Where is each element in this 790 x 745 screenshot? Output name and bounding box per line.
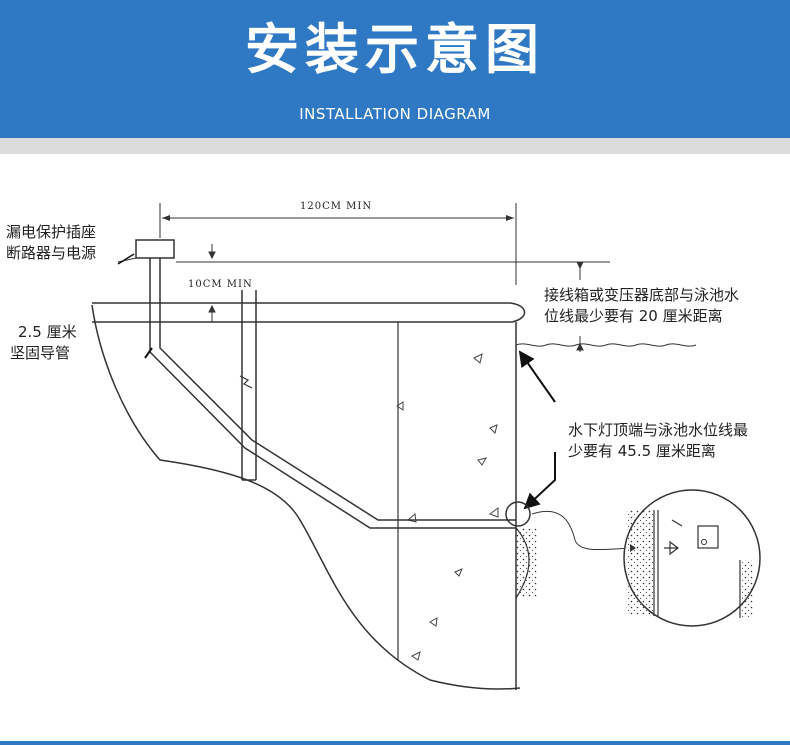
page-subtitle: INSTALLATION DIAGRAM [299, 105, 491, 123]
light-circle [505, 501, 531, 527]
light-label-line2: 少要有 45.5 厘米距离 [568, 442, 716, 460]
junction-label-line1: 接线箱或变压器底部与泳池水 [544, 286, 740, 304]
ground-top [92, 302, 526, 323]
installation-diagram: 120CM MIN 10CM MIN [91, 201, 761, 690]
dimension-top-text: 120CM MIN [300, 201, 372, 212]
detail-view [623, 489, 761, 627]
header-divider [0, 138, 790, 154]
conduit-label-line1: 2.5 厘米 [18, 323, 77, 341]
conduit-label-line2: 坚固导管 [10, 344, 71, 362]
ground-outline [91, 304, 521, 690]
breaker-label-line1: 漏电保护插座 [6, 223, 97, 241]
breaker-label: 漏电保护插座 断路器与电源 [6, 222, 96, 264]
dimension-box-text: 10CM MIN [188, 279, 253, 290]
light-label: 水下灯顶端与泳池水位线最 少要有 45.5 厘米距离 [568, 420, 748, 462]
light-label-line1: 水下灯顶端与泳池水位线最 [568, 421, 749, 439]
breaker-label-line2: 断路器与电源 [6, 244, 97, 262]
concrete-aggregate [396, 353, 499, 661]
page-title: 安装示意图 [245, 18, 545, 81]
conduit-label: 2.5 厘米 坚固导管 [10, 322, 77, 364]
conduit-pipe [149, 258, 516, 529]
footer-line [0, 741, 790, 745]
breaker-box [135, 239, 175, 259]
header-banner: 安装示意图 INSTALLATION DIAGRAM [0, 0, 790, 138]
water-level-line [515, 343, 697, 347]
junction-label: 接线箱或变压器底部与泳池水 位线最少要有 20 厘米距离 [544, 285, 739, 327]
junction-label-line2: 位线最少要有 20 厘米距离 [544, 307, 723, 325]
